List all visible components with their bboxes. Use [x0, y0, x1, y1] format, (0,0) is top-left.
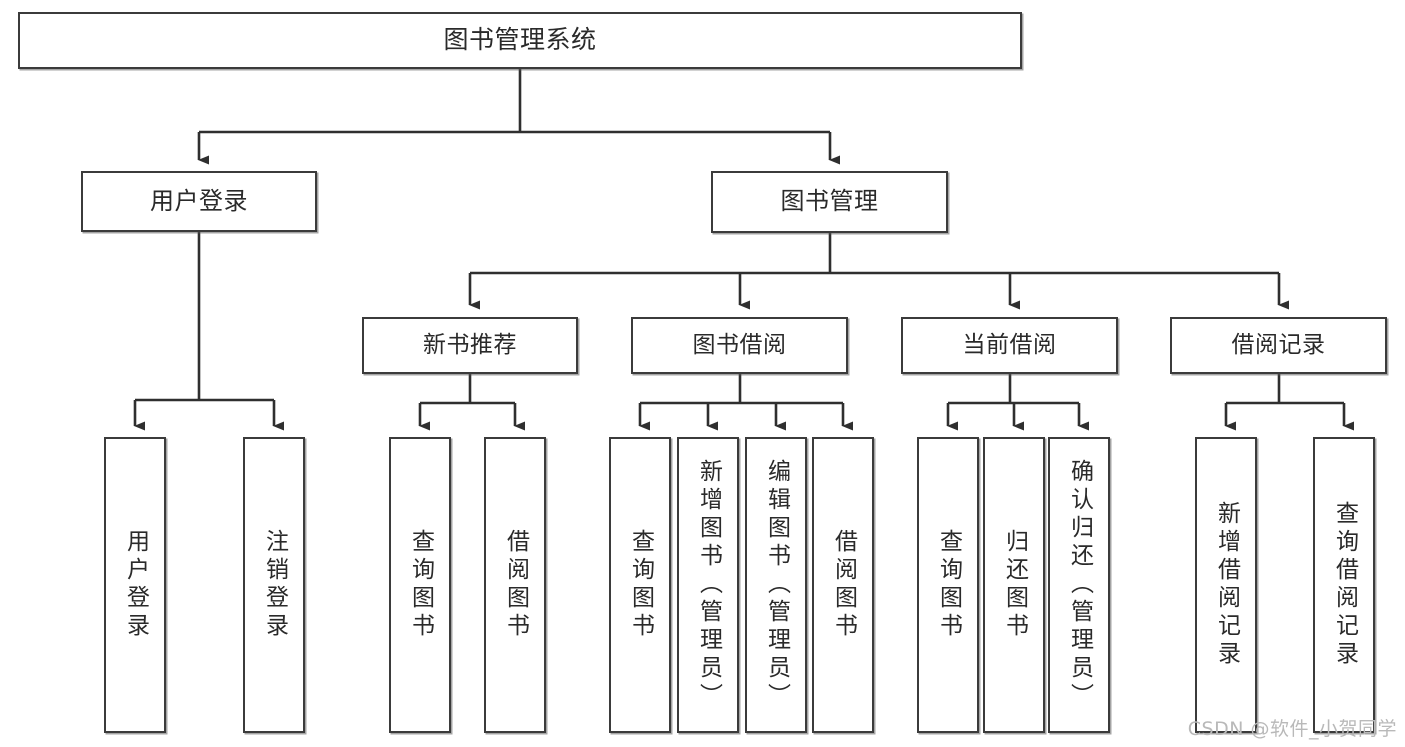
node-label: 查询图书: [407, 529, 434, 641]
node-label: 查询借阅记录: [1331, 501, 1358, 669]
node-root-system[interactable]: 图书管理系统: [18, 12, 1022, 69]
node-label: 借阅图书: [830, 529, 857, 641]
node-label: 查询图书: [935, 529, 962, 641]
node-borrow-record[interactable]: 借阅记录: [1170, 317, 1387, 374]
leaf-current-borrow-confirm-return[interactable]: 确认归还（管理员）: [1048, 437, 1110, 733]
node-label: 用户登录: [122, 529, 149, 641]
leaf-book-borrow-edit[interactable]: 编辑图书（管理员）: [745, 437, 807, 733]
node-label: 图书借阅: [692, 332, 787, 359]
node-label: 查询图书: [627, 529, 654, 641]
node-new-book-recommend[interactable]: 新书推荐: [362, 317, 578, 374]
node-label: 新增借阅记录: [1213, 501, 1240, 669]
node-book-borrow[interactable]: 图书借阅: [631, 317, 848, 374]
node-label: 新增图书（管理员）: [695, 459, 722, 711]
node-label: 注销登录: [261, 529, 288, 641]
leaf-book-borrow-add[interactable]: 新增图书（管理员）: [677, 437, 739, 733]
leaf-user-login-logout[interactable]: 注销登录: [243, 437, 305, 733]
watermark-text: CSDN @软件_小贺同学: [1187, 718, 1397, 740]
node-user-login[interactable]: 用户登录: [81, 171, 317, 232]
node-label: 图书管理: [780, 187, 879, 216]
node-label: 借阅图书: [502, 529, 529, 641]
node-book-management[interactable]: 图书管理: [711, 171, 948, 233]
node-label: 新书推荐: [423, 332, 517, 359]
node-label: 当前借阅: [962, 332, 1057, 359]
node-label: 图书管理系统: [443, 25, 597, 55]
leaf-new-book-query[interactable]: 查询图书: [389, 437, 451, 733]
leaf-book-borrow-lend[interactable]: 借阅图书: [812, 437, 874, 733]
node-current-borrow[interactable]: 当前借阅: [901, 317, 1118, 374]
leaf-book-borrow-query[interactable]: 查询图书: [609, 437, 671, 733]
leaf-new-book-borrow[interactable]: 借阅图书: [484, 437, 546, 733]
node-label: 归还图书: [1001, 529, 1028, 641]
leaf-borrow-record-query[interactable]: 查询借阅记录: [1313, 437, 1375, 733]
node-label: 用户登录: [150, 186, 248, 215]
node-label: 确认归还（管理员）: [1066, 459, 1093, 711]
leaf-current-borrow-query[interactable]: 查询图书: [917, 437, 979, 733]
leaf-user-login-login[interactable]: 用户登录: [104, 437, 166, 733]
leaf-current-borrow-return[interactable]: 归还图书: [983, 437, 1045, 733]
node-label: 编辑图书（管理员）: [763, 459, 790, 711]
leaf-borrow-record-add[interactable]: 新增借阅记录: [1195, 437, 1257, 733]
node-label: 借阅记录: [1231, 332, 1326, 359]
